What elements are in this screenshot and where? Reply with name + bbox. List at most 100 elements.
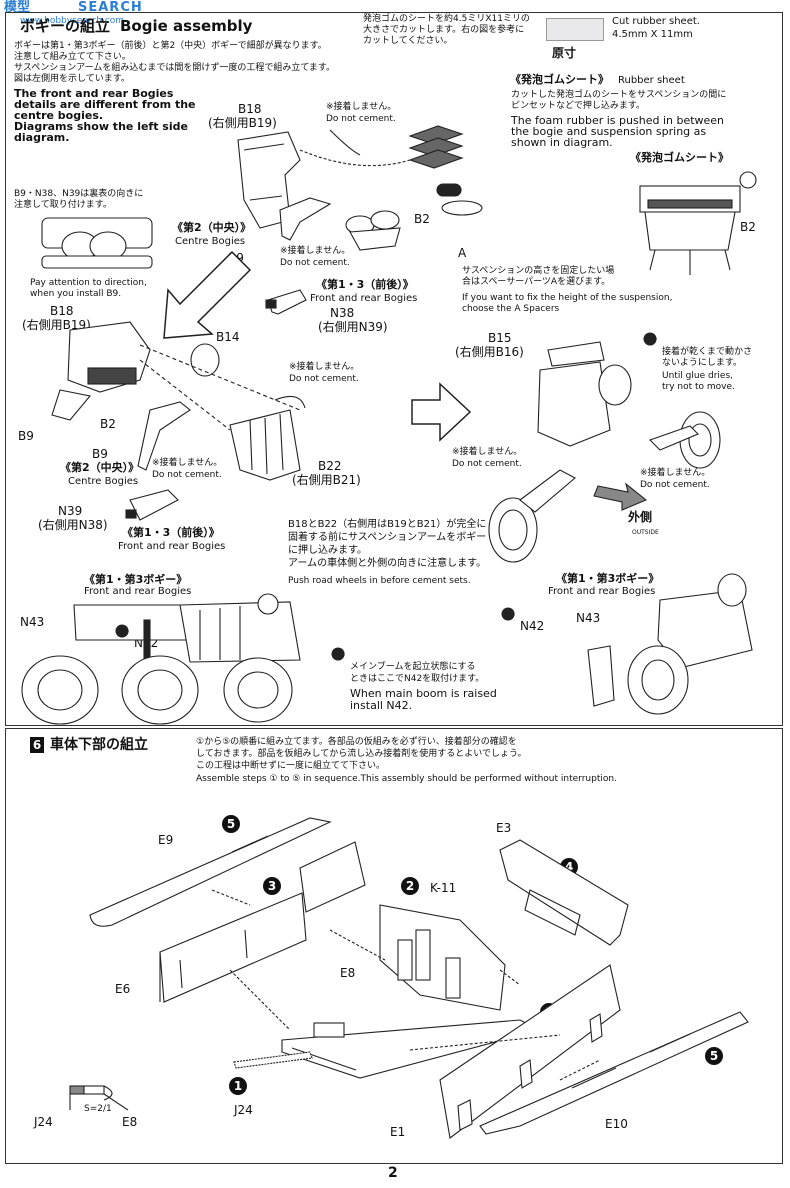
fr13-jp-left: 《第1・第3ボギー》 [84,573,188,586]
rubber-title-en: Rubber sheet [618,75,685,86]
label-n39r: (右側用N38) [38,518,108,532]
no-cement-en-2: Do not cement. [280,258,350,268]
label-j24: J24 [234,1103,253,1117]
no-cement-jp-2: ※接着しません。 [280,246,351,256]
no-cement-en-3: Do not cement. [289,374,359,384]
centre-jp-2: 《第2（中央）》 [60,461,140,474]
rubber-title-jp: 《発泡ゴムシート》 [510,73,609,86]
label-b22r: (右側用B21) [292,473,361,487]
rubber-en-1: The foam rubber is pushed in between [511,114,725,127]
label-a: A [458,246,467,260]
label-j24-detail: J24 [34,1115,53,1129]
step-marker-5-right: 5 [705,1047,723,1065]
centre-en-1: Centre Bogies [175,236,246,247]
bogie-intro-en-3: centre bogies. [14,109,104,122]
label-b2-2: B2 [100,417,116,431]
cut-en-1: Cut rubber sheet. [612,16,700,27]
bogie-title-jp: ボギーの組立 [20,17,111,35]
label-e8: E8 [340,966,356,980]
boom-jp-2: ときはここでN42を取付けます。 [350,674,485,684]
push-jp-2: 固着する前にサスペンションアームをボギー [288,532,487,543]
no-cement-jp-1: ※接着しません。 [326,102,397,112]
actual-size-label: 原寸 [552,46,577,60]
label-k11: K-11 [430,881,457,895]
rubber-en-2: the bogie and suspension spring as [511,125,707,138]
label-b15r: (右側用B16) [455,345,524,359]
bogie-intro-en-2: details are different from the [14,98,196,111]
no-cement-en-6: Do not cement. [640,480,710,490]
outside-jp: 外側 [628,510,653,524]
label-b2-1: B2 [414,212,430,226]
label-n39: N39 [58,504,83,518]
rubber-sheet-actual-size [546,18,604,41]
boom-jp-1: メインブームを起立状態にする [350,662,476,672]
bogie-intro-en-5: diagram. [14,131,70,144]
bogie-title-en: Bogie assembly [120,17,253,35]
no-cement-en-1: Do not cement. [326,114,396,124]
step-marker-3-left: 3 [263,877,281,895]
fr13-en-right: Front and rear Bogies [548,586,656,597]
label-e9: E9 [158,833,174,847]
label-b14: B14 [216,330,240,344]
rubber-jp-1: カットした発泡ゴムのシートをサスペンションの間に [511,90,727,100]
bogie-intro-jp-4: 図は左側用を示しています。 [14,74,130,84]
step6-number: 6 [30,737,44,753]
watermark-site: SEARCH [78,0,143,15]
no-cement-jp-5: ※接着しません。 [452,447,523,457]
label-n42-right: N42 [520,619,545,633]
bogie-intro-en-4: Diagrams show the left side [14,120,188,133]
spacer-jp-2: 合はスペーサーパーツAを選びます。 [462,277,611,287]
push-jp-4: アームの車体側と外側の向きに注意します。 [288,558,487,569]
label-n38: N38 [330,306,355,320]
no-cement-en-4: Do not cement. [152,470,222,480]
push-en: Push road wheels in before cement sets. [288,576,471,586]
fr13-en-left: Front and rear Bogies [84,586,192,597]
step6-note-en: Assemble steps ① to ⑤ in sequence.This a… [196,774,617,784]
no-cement-jp-6: ※接着しません。 [640,468,711,478]
boom-en-1: When main boom is raised [350,687,497,700]
front-rear-en-2: Front and rear Bogies [118,541,226,552]
cut-jp-1: 発泡ゴムのシートを約4.5ミリX11ミリの [363,14,530,24]
label-b18-top: B18 [238,102,262,116]
label-b18r-top: (右側用B19) [208,116,277,130]
rubber-en-3: shown in diagram. [511,136,613,149]
rubber-title2-jp: 《発泡ゴムシート》 [630,151,729,164]
label-b9-3: B9 [92,447,108,461]
b9-jp-1: B9・N38、N39は裏表の向きに [14,189,144,199]
label-b9-2: B9 [18,429,34,443]
step6-note-jp-3: この工程は中断せずに一度に組立てて下さい。 [196,761,386,771]
b9-en-2: when you install B9. [30,289,122,299]
boom-en-2: install N42. [350,699,413,712]
bogie-intro-jp-2: 注意して組み立てて下さい。 [14,52,131,62]
page-number: 2 [388,1165,398,1181]
centre-jp-1: 《第2（中央）》 [172,221,252,234]
step-marker-1: 1 [229,1077,247,1095]
rubber-jp-2: ピンセットなどで押し込みます。 [511,101,645,111]
label-b18r-mid: (右側用B19) [22,318,91,332]
outside-en: OUTSIDE [632,529,659,536]
no-cement-en-5: Do not cement. [452,459,522,469]
glue-jp-2: ないようにします。 [662,358,742,368]
label-e10: E10 [605,1117,628,1131]
b9-en-1: Pay attention to direction, [30,278,147,288]
watermark-url: www.hobbysearch.com [20,16,125,26]
bogie-diagrams [21,125,757,725]
glue-jp-1: 接着が乾くまで動かさ [662,347,753,357]
glue-en-1: Until glue dries, [662,371,733,381]
label-b15: B15 [488,331,512,345]
label-n43-left-1: N43 [20,615,45,629]
b9-jp-2: 注意して取り付けます。 [14,200,112,210]
front-rear-en-1: Front and rear Bogies [310,293,418,304]
step6-section-frame [5,728,783,1164]
step-marker-5-top: 5 [222,815,240,833]
bogie-intro-jp-1: ボギーは第1・第3ボギー（前後）と第2（中央）ボギーで細部が異なります。 [14,41,327,51]
cut-en-2: 4.5mm X 11mm [612,29,693,40]
label-n43-right: N43 [576,611,601,625]
glue-en-2: try not to move. [662,382,735,392]
label-e3: E3 [496,821,512,835]
spacer-en-1: If you want to fix the height of the sus… [462,293,673,303]
step6-note-jp-2: しておきます。部品を仮組みしてから流し込み接着剤を使用するとよいでしょう。 [196,749,527,759]
bogie-intro-jp-3: サスペンションアームを組み込むまでは間を開けず一度の工程で組み立てます。 [14,63,336,73]
front-rear-jp-1: 《第1・3（前後）》 [316,278,414,291]
